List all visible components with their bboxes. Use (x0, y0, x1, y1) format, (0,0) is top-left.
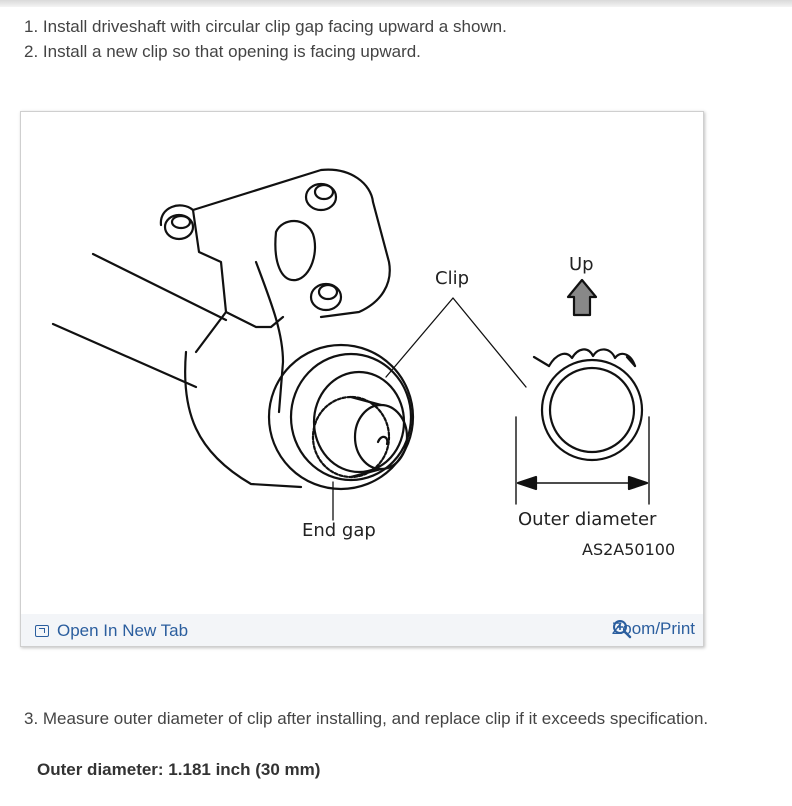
collar-inner (289, 352, 413, 482)
clip-wavy-top (547, 348, 637, 368)
zoom-print-link[interactable]: Zoom/Print (612, 619, 695, 639)
step-3: 3. Measure outer diameter of clip after … (24, 709, 709, 728)
step-2: 2. Install a new clip so that opening is… (24, 42, 421, 61)
bolt-mid-head (317, 283, 339, 301)
dimension-extension-lines (515, 416, 650, 505)
instruction-steps: 1. Install driveshaft with circular clip… (24, 14, 507, 64)
clip-callout-lines (385, 297, 527, 388)
bolt-mid (309, 282, 343, 312)
housing-top (159, 168, 391, 319)
label-up: Up (569, 254, 594, 275)
housing-left-edge (191, 208, 228, 354)
housing-mid-curve (254, 260, 285, 414)
open-in-new-tab-label: Open In New Tab (57, 621, 189, 640)
driveshaft-clip-diagram: Clip Up End gap Outer diameter AS2A50100 (51, 168, 675, 559)
bolt-top-head (313, 183, 335, 201)
label-figure-code: AS2A50100 (582, 540, 675, 559)
spec-outer-diameter: Outer diameter: 1.181 inch (30 mm) (37, 760, 321, 779)
open-tab-icon (35, 625, 49, 637)
zoom-print-label: Zoom/Print (611, 619, 695, 638)
clip-ends (532, 355, 637, 368)
shaft-lower-line (51, 322, 198, 389)
open-in-new-tab-link[interactable]: Open In New Tab (35, 621, 188, 641)
bolt-top (304, 182, 338, 212)
housing-hole (274, 219, 317, 282)
housing-ridge (224, 310, 285, 329)
dimension-arrows (516, 475, 649, 491)
shaft-sides (349, 395, 383, 479)
top-shadow-bar (0, 0, 792, 7)
shaft-upper-line (91, 252, 228, 322)
housing-lower-curve (184, 350, 303, 489)
label-clip: Clip (435, 268, 469, 289)
clip-inner-circle (548, 366, 636, 454)
zoom-icon (612, 620, 632, 639)
collar-outer (267, 343, 415, 491)
figure-footer: Open In New Tab Zoom/Print (21, 614, 703, 646)
diagram-figure: Clip Up End gap Outer diameter AS2A50100… (20, 111, 704, 647)
label-end-gap: End gap (302, 520, 376, 541)
step-1: 1. Install driveshaft with circular clip… (24, 17, 507, 36)
label-outer-diameter: Outer diameter (518, 509, 657, 530)
shaft-mark (376, 435, 389, 446)
up-arrow-icon (566, 278, 598, 317)
bolt-left-head (170, 214, 192, 230)
bolt-left (163, 213, 195, 241)
clip-outer-circle (540, 358, 644, 462)
spline-teeth (311, 395, 391, 479)
